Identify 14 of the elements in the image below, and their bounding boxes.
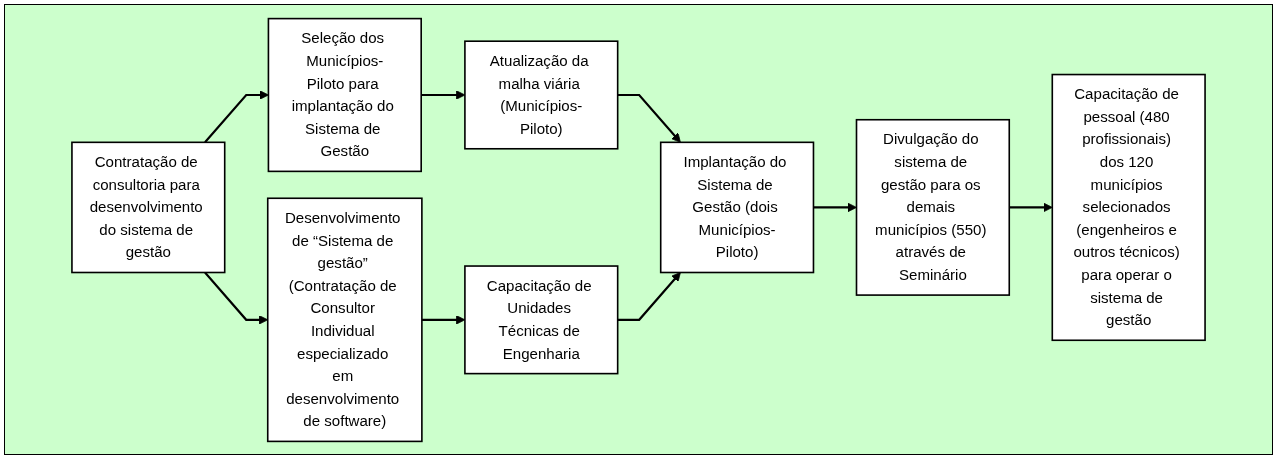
node-box <box>71 141 226 273</box>
node-box <box>266 196 423 442</box>
node-box <box>464 39 619 150</box>
node-box <box>855 118 1011 296</box>
arrow <box>1009 202 1053 212</box>
node-box <box>1051 73 1206 341</box>
node-box <box>464 264 619 374</box>
arrow <box>617 93 681 143</box>
arrow <box>617 271 681 321</box>
arrow <box>204 89 269 143</box>
node-box <box>659 141 815 273</box>
panel-background: Contratação de consultoria para desenvolvimento do sistema de gestão Seleção dos Municípios-Piloto para implantação do Sistema de Gestão Desenvolvimento de “Sistema de gestão” (Contratação de Consultor Individual especializado em desenvolvimento de software) Atualização da malha viária (Municípios-Piloto) Capacitação de Unidades Técnicas de Engenharia Implantação do Sistema de Gestão (dois Municípios-Piloto) Divulgação do sistema de gestão para os demais municípios (550) através de Seminário Capacitação de pessoal (480 profissionais) dos 120 municípios selecionados (engenheiros e outros técnicos) para operar o sistema de gestão <box>4 4 1273 455</box>
node-box <box>267 17 422 172</box>
arrow <box>813 202 857 212</box>
